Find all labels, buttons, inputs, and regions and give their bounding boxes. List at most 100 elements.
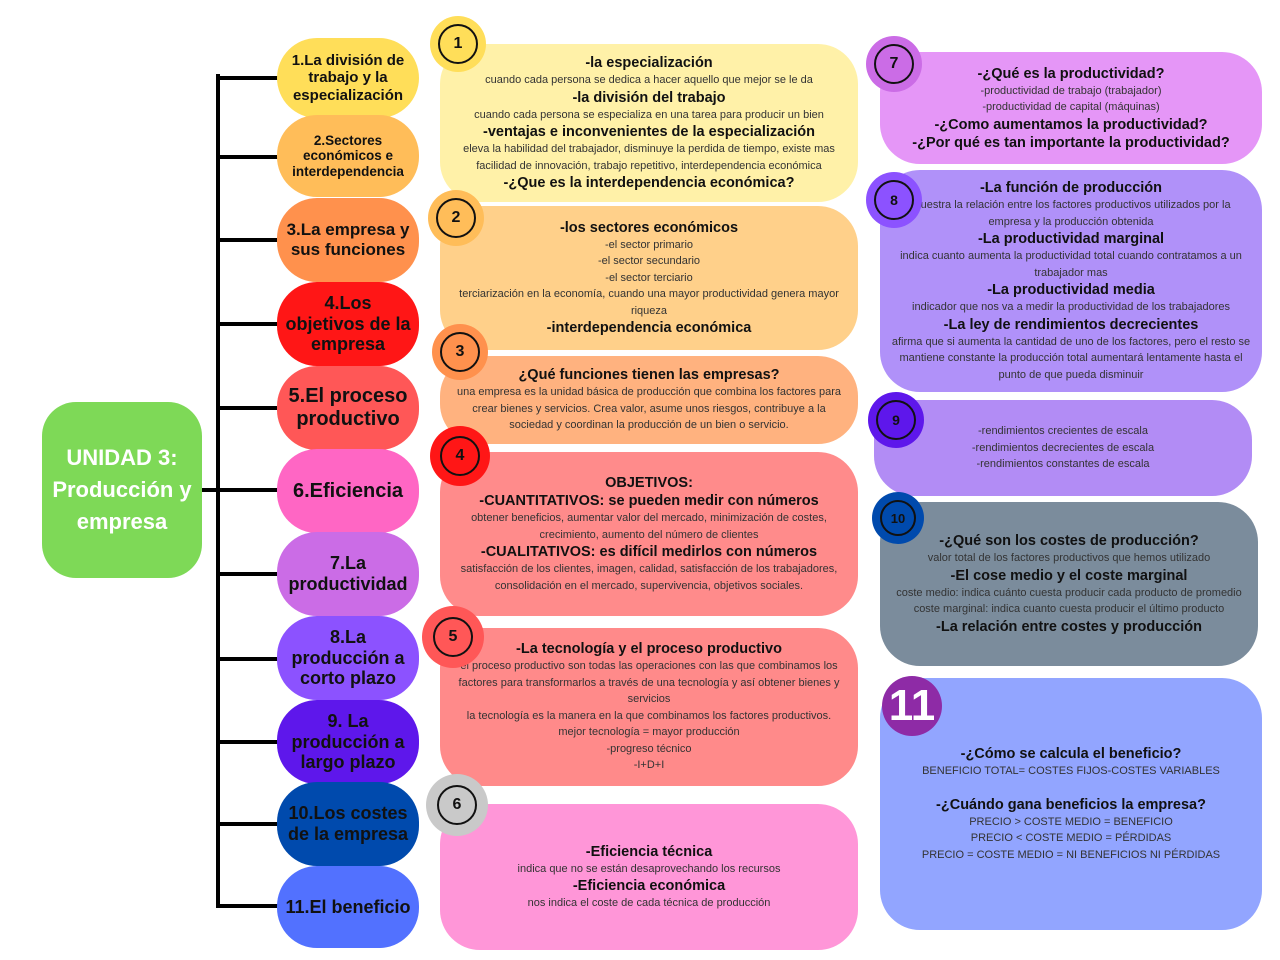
box8-heading-3: -La productividad media (987, 282, 1155, 298)
detail-box-1: -la especialización cuando cada persona … (440, 44, 858, 202)
box8-heading-2: -La productividad marginal (977, 231, 1165, 247)
box2-text-3: -el sector terciario (605, 271, 693, 284)
connector-branch-3 (216, 238, 278, 242)
detail-box-11: -¿Cómo se calcula el beneficio? BENEFICI… (880, 678, 1262, 930)
box8-heading-4: -La ley de rendimientos decrecientes (943, 316, 1199, 333)
connector-root (202, 488, 220, 492)
box11-text-2: PRECIO > COSTE MEDIO = BENEFICIO (969, 815, 1173, 828)
root-node-unidad-3: UNIDAD 3: Producción y empresa (42, 402, 202, 578)
topic-6-eficiencia: 6.Eficiencia (277, 449, 419, 533)
topic-11-beneficio: 11.El beneficio (277, 866, 419, 948)
box2-heading-1: -los sectores económicos (559, 219, 739, 236)
detail-box-2: -los sectores económicos -el sector prim… (440, 206, 858, 350)
box5-heading-1: -La tecnología y el proceso productivo (516, 641, 782, 658)
connector-branch-10 (216, 822, 278, 826)
number-badge-5-label: 5 (433, 617, 473, 657)
box10-text-1: valor total de los factores productivos … (927, 552, 1211, 565)
detail-box-7: -¿Qué es la productividad? -productivida… (880, 52, 1262, 164)
box8-text-2: indica cuanto aumenta la productividad t… (900, 250, 1242, 279)
number-badge-4: 4 (430, 426, 490, 486)
box1-heading-2: -la división del trabajo (572, 89, 726, 106)
number-badge-9-label: 9 (876, 400, 916, 440)
box8-heading-1: -La función de producción (979, 180, 1163, 196)
box4-heading-3: -CUALITATIVOS: es difícil medirlos con n… (480, 544, 818, 560)
box5-text-2: la tecnología es la manera en la que com… (466, 709, 832, 722)
box2-text-2: -el sector secundario (597, 255, 701, 268)
box7-text-1: -productividad de trabajo (trabajador) (980, 84, 1162, 97)
number-badge-6: 6 (426, 774, 488, 836)
connector-branch-7 (216, 572, 278, 576)
box10-text-3: coste marginal: indica cuanto cuesta pro… (913, 603, 1225, 616)
topic-4-objetivos: 4.Los objetivos de la empresa (277, 282, 419, 366)
detail-box-6: -Eficiencia técnica indica que no se est… (440, 804, 858, 950)
number-badge-3-label: 3 (440, 332, 480, 372)
box5-text-4: -progreso técnico (606, 742, 692, 755)
number-badge-10: 10 (872, 492, 924, 544)
box5-text-3: mejor tecnología = mayor producción (558, 726, 740, 739)
number-badge-1: 1 (430, 16, 486, 72)
detail-box-8: -La función de producción muestra la rel… (880, 170, 1262, 392)
number-badge-4-label: 4 (440, 436, 480, 476)
box4-text-2: satisfacción de los clientes, imagen, ca… (460, 563, 838, 592)
connector-branch-6 (216, 488, 278, 492)
number-badge-8-label: 8 (874, 180, 914, 220)
box1-heading-4: -¿Que es la interdependencia económica? (503, 175, 795, 191)
topic-10-costes: 10.Los costes de la empresa (277, 782, 419, 866)
box2-heading-2: -interdependencia económica (546, 320, 752, 337)
box6-heading-2: -Eficiencia económica (572, 878, 726, 894)
box7-heading-2: -¿Como aumentamos la productividad? (934, 116, 1208, 133)
box1-heading-1: -la especialización (585, 55, 713, 71)
number-badge-11: 11 (882, 676, 942, 736)
number-badge-2-label: 2 (436, 198, 476, 238)
topic-7-productividad: 7.La productividad (277, 532, 419, 616)
number-badge-6-label: 6 (437, 785, 477, 825)
topic-1-division-trabajo: 1.La división de trabajo y la especializ… (277, 38, 419, 118)
detail-box-4: OBJETIVOS: -CUANTITATIVOS: se pueden med… (440, 452, 858, 616)
box1-heading-3: -ventajas e inconvenientes de la especia… (482, 124, 816, 140)
box10-heading-1: -¿Qué son los costes de producción? (939, 533, 1199, 550)
box6-heading-1: -Eficiencia técnica (585, 843, 713, 860)
box1-text-3: eleva la habilidad del trabajador, dismi… (463, 143, 835, 172)
box4-heading-1: OBJETIVOS: (605, 475, 693, 491)
box6-text-2: nos indica el coste de cada técnica de p… (527, 897, 771, 909)
detail-box-5: -La tecnología y el proceso productivo e… (440, 628, 858, 786)
connector-branch-11 (216, 904, 278, 908)
number-badge-10-label: 10 (880, 500, 916, 536)
box4-text-1: obtener beneficios, aumentar valor del m… (471, 512, 827, 541)
box9-text-2: -rendimientos decrecientes de escala (971, 441, 1155, 454)
connector-branch-5 (216, 406, 278, 410)
number-badge-7-label: 7 (874, 44, 914, 84)
box11-text-1: BENEFICIO TOTAL= COSTES FIJOS-COSTES VAR… (922, 764, 1220, 777)
connector-branch-9 (216, 740, 278, 744)
box5-text-1: el proceso productivo son todas las oper… (458, 660, 840, 706)
number-badge-9: 9 (868, 392, 924, 448)
box3-text-1: una empresa es la unidad básica de produ… (456, 386, 842, 432)
connector-branch-4 (216, 322, 278, 326)
connector-branch-2 (216, 155, 278, 159)
box2-text-4: terciarización en la economía, cuando un… (459, 288, 839, 317)
box7-heading-3: -¿Por qué es tan importante la productiv… (912, 134, 1230, 151)
box11-spacer (1069, 779, 1072, 796)
box10-heading-3: -La relación entre costes y producción (936, 618, 1202, 635)
topic-3-empresa: 3.La empresa y sus funciones (277, 198, 419, 282)
number-badge-7: 7 (866, 36, 922, 92)
box8-text-4: afirma que si aumenta la cantidad de uno… (891, 335, 1251, 381)
connector-branch-1 (216, 76, 278, 80)
number-badge-3: 3 (432, 324, 488, 380)
detail-box-9: -rendimientos crecientes de escala -rend… (874, 400, 1252, 496)
box10-heading-2: -El cose medio y el coste marginal (950, 567, 1188, 584)
number-badge-1-label: 1 (438, 24, 478, 64)
box4-heading-2: -CUANTITATIVOS: se pueden medir con núme… (479, 493, 819, 509)
box11-heading-2: -¿Cuándo gana beneficios la empresa? (936, 796, 1206, 813)
detail-box-10: -¿Qué son los costes de producción? valo… (880, 502, 1258, 666)
topic-5-proceso: 5.El proceso productivo (277, 366, 419, 450)
connector-branch-8 (216, 657, 278, 661)
box8-text-1: muestra la relación entre los factores p… (911, 199, 1231, 228)
box9-text-1: -rendimientos crecientes de escala (978, 425, 1148, 438)
box7-text-2: -productividad de capital (máquinas) (982, 101, 1160, 113)
box11-heading-1: -¿Cómo se calcula el beneficio? (960, 745, 1182, 762)
box9-text-3: -rendimientos constantes de escala (976, 458, 1150, 471)
box5-text-5: -I+D+I (633, 759, 665, 772)
box11-text-4: PRECIO = COSTE MEDIO = NI BENEFICIOS NI … (921, 848, 1221, 861)
box8-text-3: indicador que nos va a medir la producti… (912, 301, 1230, 313)
